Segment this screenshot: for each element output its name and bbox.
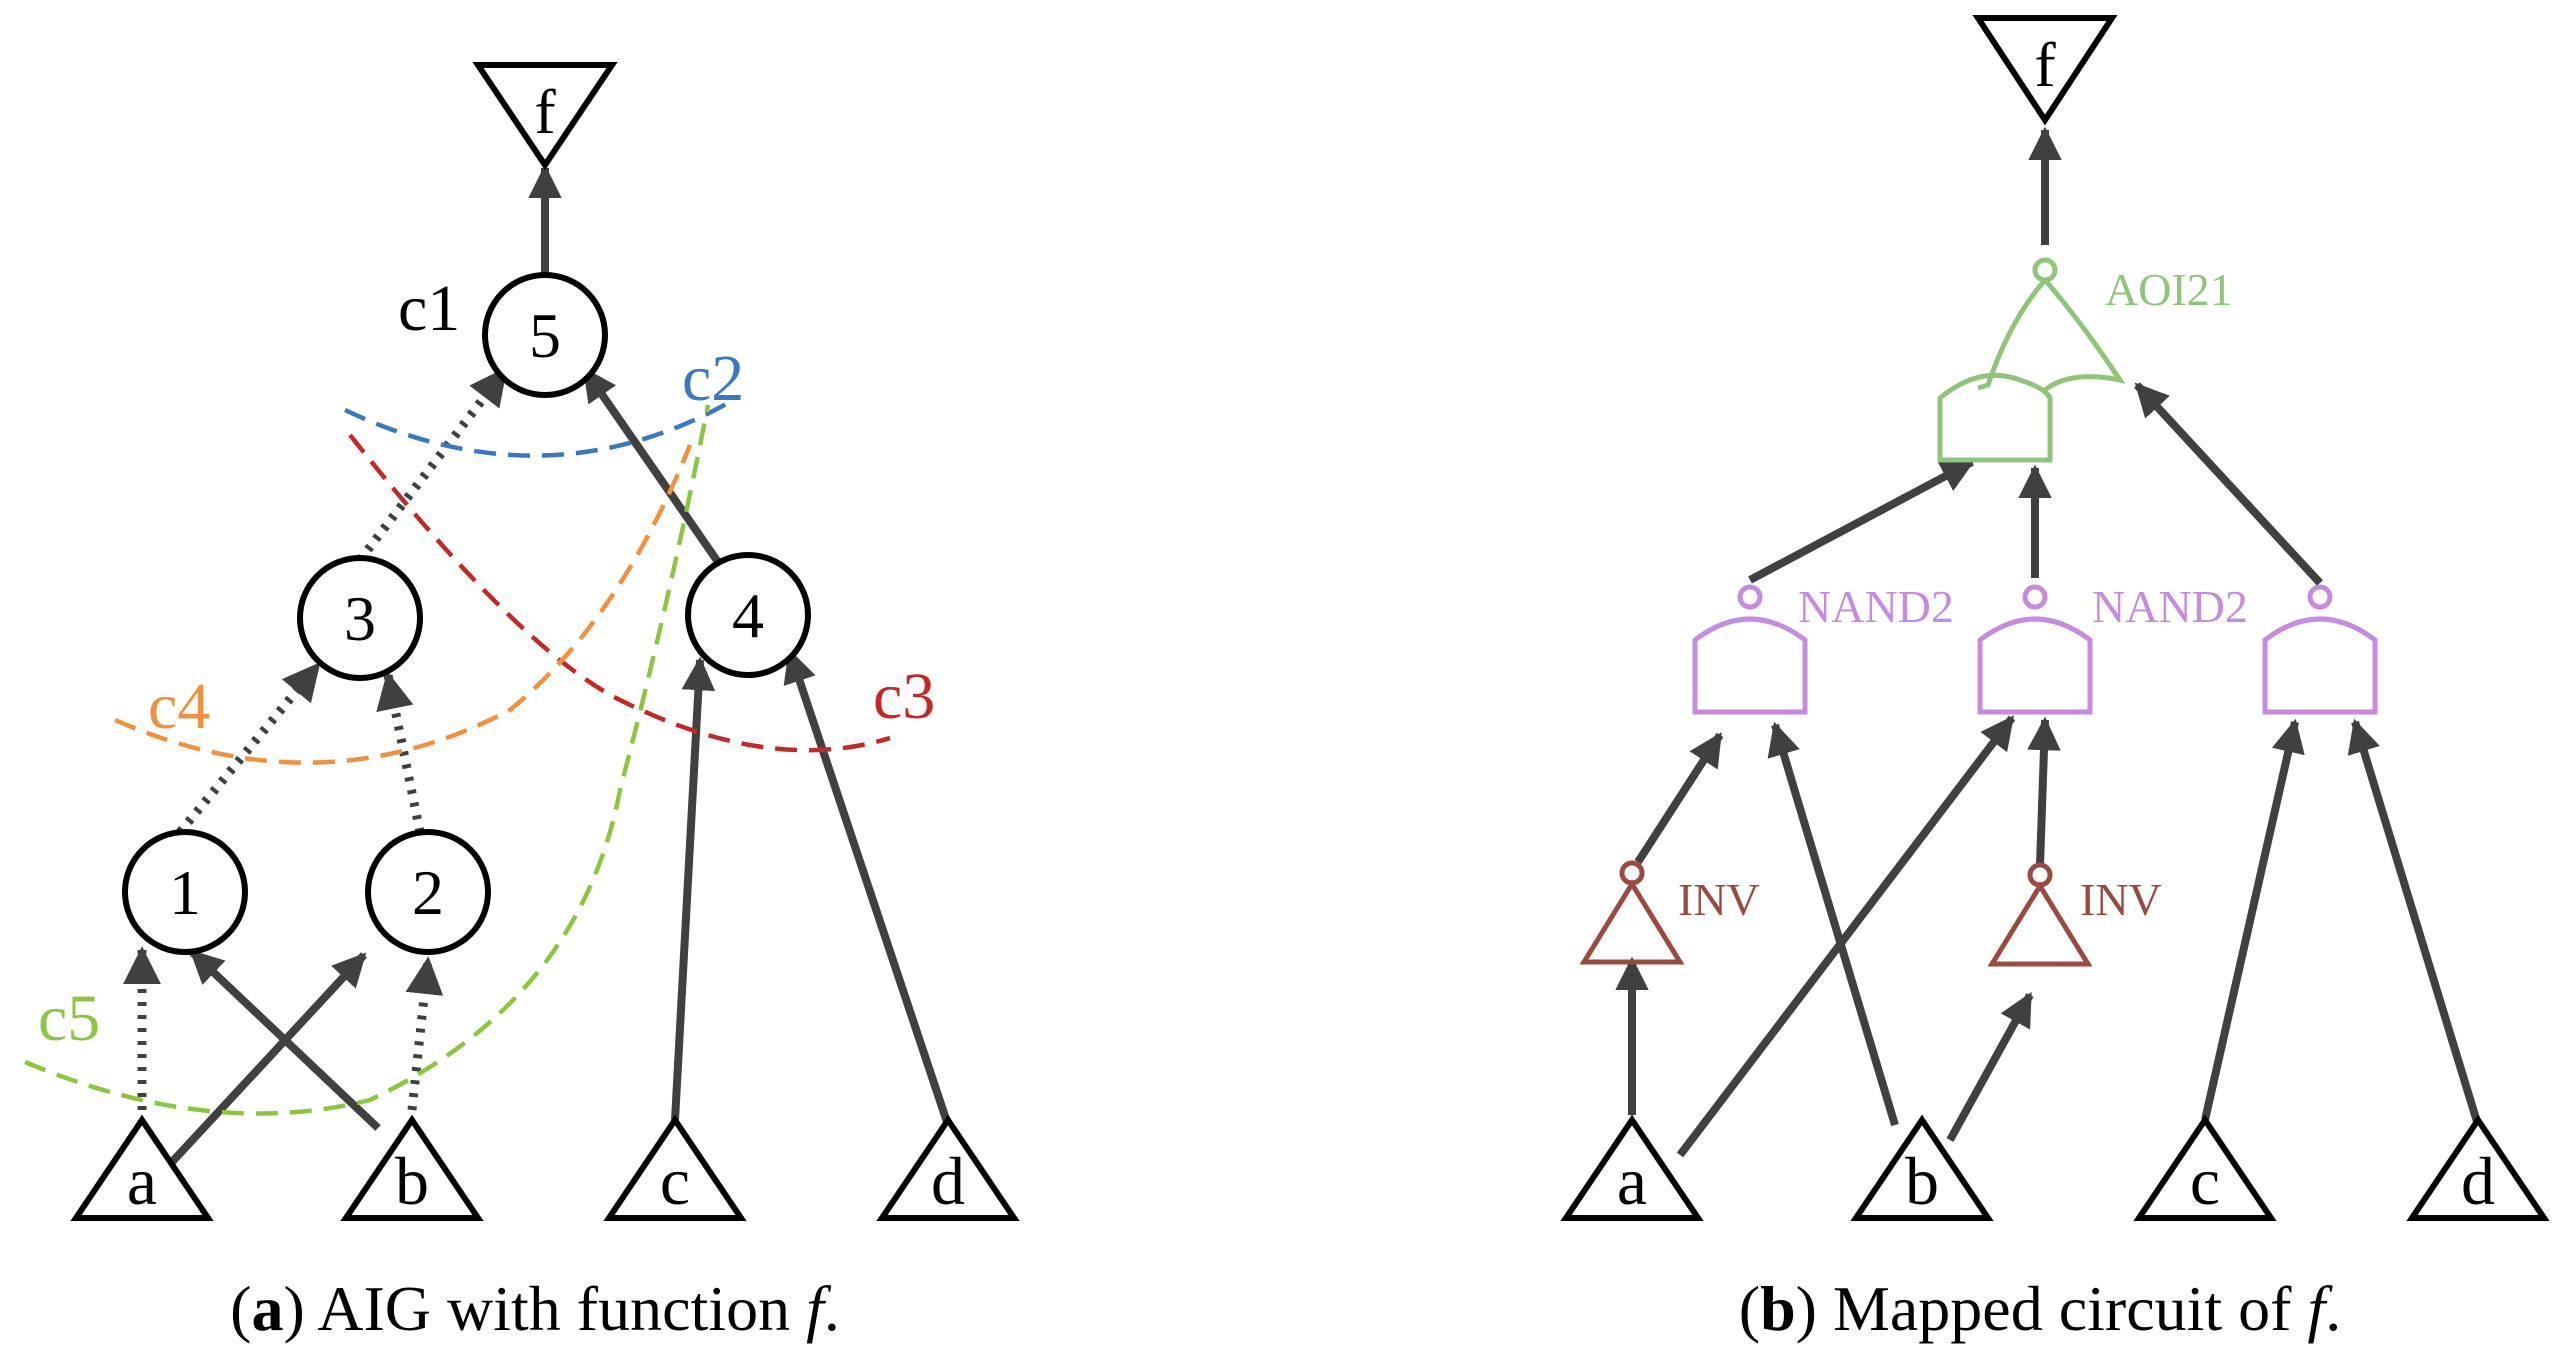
gate-inv-2: INV <box>1987 862 2162 967</box>
input-c: c <box>2133 1114 2277 1221</box>
node-2: 2 <box>365 829 491 955</box>
gate-label-aoi21: AOI21 <box>2105 264 2233 315</box>
output-label: f <box>534 76 556 147</box>
cuts <box>24 400 891 1116</box>
cut-c5-curve <box>24 404 711 1116</box>
gate-nand2-1: NAND2 <box>1692 581 1954 715</box>
edge-d-to-nand3 <box>2347 718 2482 1127</box>
panel-b: f AOI21 NAND2 NAND2 INV <box>1560 15 2550 1344</box>
output-f-a: f <box>472 62 618 171</box>
cut-label-c5: c5 <box>38 982 100 1055</box>
output-f-b: f <box>1972 15 2118 126</box>
input-c: c <box>603 1114 747 1221</box>
input-b: b <box>340 1114 484 1221</box>
edge-d-to-4 <box>783 648 952 1127</box>
edge-b-to-nand1 <box>1767 721 1899 1127</box>
input-d: d <box>2406 1114 2550 1221</box>
circuit-inputs: a b c d <box>1560 1114 2550 1221</box>
svg-text:4: 4 <box>732 580 764 651</box>
edge-b-to-inv2 <box>1946 992 2034 1142</box>
edge-a-to-2 <box>169 952 367 1165</box>
cut-c4-curve <box>114 444 693 765</box>
input-a: a <box>70 1114 214 1221</box>
svg-text:b: b <box>1905 1143 1939 1219</box>
caption-a: (a) AIG with function f. <box>230 1273 840 1344</box>
gate-nand2-2: NAND2 <box>1977 581 2248 715</box>
input-b: b <box>1850 1114 1994 1221</box>
svg-text:c: c <box>660 1143 690 1219</box>
gate-label-nand2: NAND2 <box>2092 581 2248 632</box>
edge-3-to-5 <box>356 366 509 563</box>
svg-text:d: d <box>2461 1143 2495 1219</box>
cut-label-c1: c1 <box>398 272 460 345</box>
cut-label-c4: c4 <box>148 670 210 743</box>
output-label: f <box>2034 29 2056 100</box>
input-d: d <box>876 1114 1020 1221</box>
input-a: a <box>1560 1114 1704 1221</box>
svg-text:c: c <box>2190 1143 2220 1219</box>
node-4: 4 <box>685 552 811 678</box>
svg-text:1: 1 <box>169 857 201 928</box>
caption-b: (b) Mapped circuit of f. <box>1739 1273 2342 1344</box>
gate-nand2-3 <box>2262 584 2378 715</box>
gate-label-nand2: NAND2 <box>1798 581 1954 632</box>
edge-c-to-4 <box>671 656 716 1121</box>
svg-text:a: a <box>127 1143 157 1219</box>
aig-nodes: 5 3 4 1 2 <box>122 272 811 955</box>
edge-nand1-to-and <box>1748 458 1975 584</box>
svg-text:5: 5 <box>529 300 561 371</box>
edge-4-to-5 <box>581 367 722 565</box>
edge-b-to-2 <box>405 956 444 1111</box>
panel-a: f 5 3 4 1 2 c1 c2 c3 c4 c5 a b c d (a) A… <box>24 62 1020 1344</box>
aig-edges <box>123 164 952 1165</box>
edge-inv2-to-nand2 <box>2027 716 2061 866</box>
circuit-edges <box>1615 126 2482 1158</box>
gate-label-inv: INV <box>2080 874 2162 925</box>
edge-inv1-to-nand1 <box>1634 732 1724 865</box>
edge-a-to-nand2 <box>1676 715 2016 1158</box>
svg-text:2: 2 <box>412 857 444 928</box>
gate-inv-1: INV <box>1579 860 1760 965</box>
node-3: 3 <box>297 555 423 681</box>
cut-label-c3: c3 <box>873 660 935 733</box>
gate-aoi21: AOI21 <box>1937 257 2233 463</box>
node-1: 1 <box>122 829 248 955</box>
edge-2-to-3 <box>376 671 425 833</box>
cut-label-c2: c2 <box>682 342 744 415</box>
gate-label-inv: INV <box>1678 874 1760 925</box>
svg-text:b: b <box>395 1143 429 1219</box>
cut-c2-curve <box>344 400 732 458</box>
aig-inputs: a b c d <box>70 1114 1020 1221</box>
node-5: 5 <box>482 272 608 398</box>
cut-c3-curve <box>348 433 891 753</box>
svg-text:a: a <box>1617 1143 1647 1219</box>
svg-text:d: d <box>931 1143 965 1219</box>
edge-nand3-to-aoi <box>2134 382 2323 586</box>
edge-c-to-nand3 <box>2201 718 2305 1121</box>
svg-text:3: 3 <box>344 583 376 654</box>
